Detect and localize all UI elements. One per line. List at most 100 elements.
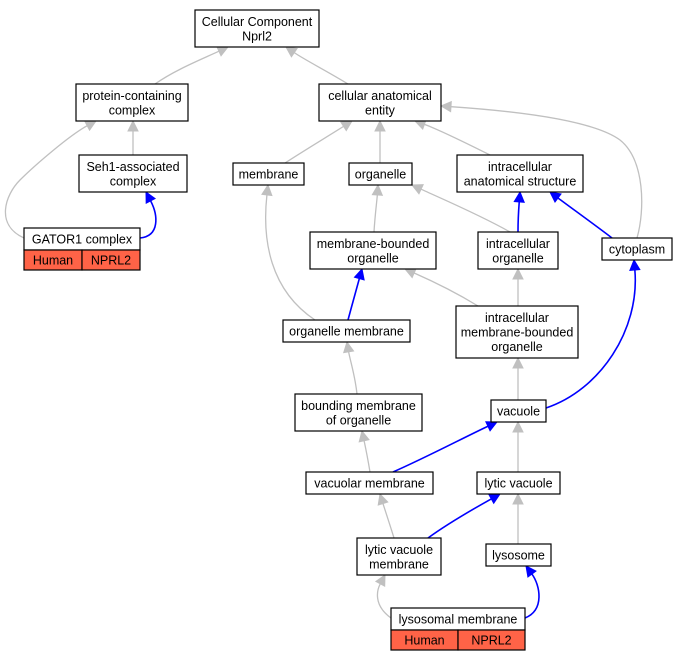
node-label: protein-containing [82,89,181,103]
node-label: entity [365,103,396,117]
edge-is-a [403,267,479,307]
edge-is-a [154,46,230,85]
node-label: intracellular [486,237,550,251]
arrowhead-icon [285,46,298,58]
arrowhead-icon [525,565,537,578]
edge-part-of [427,493,501,539]
node-box [75,83,189,122]
node-vacuole[interactable]: vacuole [490,399,547,423]
edge-is-a [342,340,358,395]
annotation-label: Human [33,254,73,268]
arrowhead-icon [410,184,424,195]
node-vacuolar-membrane[interactable]: vacuolar membrane [305,471,434,495]
node-box [601,237,673,261]
node-box [455,305,579,359]
node-lytic-vacuole[interactable]: lytic vacuole [476,471,561,495]
node-box [78,154,188,193]
edge-is-a [285,46,349,85]
node-label: vacuolar membrane [314,477,425,491]
node-box [294,393,423,432]
node-label: Seh1-associated [86,160,179,174]
arrowhead-icon [371,183,384,196]
node-box [485,543,552,567]
arrowhead-icon [377,492,389,506]
node-box [282,319,411,343]
node-box [309,231,437,270]
edge-is-a [413,119,491,156]
node-box [348,162,413,186]
arrowhead-icon [485,421,499,432]
node-label: bounding membrane [301,399,416,413]
arrowhead-icon [513,190,525,203]
edge-is-a [127,119,139,155]
arrowhead-icon [342,340,355,354]
annotation-species: Human [23,249,83,271]
node-lysosome[interactable]: lysosome [485,543,552,567]
node-label: complex [109,103,156,117]
annotation-box [457,629,526,651]
arrowhead-icon [403,267,417,279]
node-label: Nprl2 [242,29,272,43]
node-label: intracellular [485,311,549,325]
node-box [356,537,442,576]
arrowhead-icon [512,492,524,505]
node-box [476,471,561,495]
annotation-label: NPRL2 [471,634,511,648]
annotation-species: Human [390,629,459,651]
edges-layer [4,46,643,619]
edge-is-a [377,492,395,539]
node-label: organelle [492,251,543,265]
edge-part-of [513,190,525,233]
arrowhead-icon [358,429,370,443]
edge-part-of [545,258,641,409]
node-label: membrane [369,557,429,571]
node-organelle[interactable]: organelle [348,162,413,186]
arrowhead-icon [549,191,562,203]
nodes-layer: Cellular ComponentNprl2protein-containin… [23,9,673,651]
node-label: organelle [355,168,406,182]
node-label: membrane-bounded [317,237,430,251]
node-label: cellular anatomical [328,89,432,103]
node-box [318,83,442,122]
arrowhead-icon [145,191,157,204]
annotation-gene: NPRL2 [81,249,141,271]
node-label: lysosomal membrane [399,613,518,627]
edge-is-a [512,356,524,400]
edge-is-a [261,183,316,321]
node-label: complex [110,174,157,188]
node-label: membrane-bounded [461,326,574,340]
node-membrane[interactable]: membrane [232,162,305,186]
node-cytoplasm[interactable]: cytoplasm [601,237,673,261]
arrowhead-icon [216,46,230,57]
arrowhead-icon [340,120,353,132]
node-label: intracellular [488,160,552,174]
annotation-gene: NPRL2 [457,629,526,651]
arrowhead-icon [512,356,524,369]
node-label: lytic vacuole [365,543,433,557]
edge-is-a [374,119,386,164]
arrowhead-icon [261,183,273,197]
edge-part-of [524,565,540,619]
arrowhead-icon [512,267,524,280]
node-label: organelle [347,251,398,265]
arrowhead-icon [127,119,139,132]
node-box [305,471,434,495]
node-label: lysosome [492,549,545,563]
node-label: membrane [239,168,299,182]
arrowhead-icon [374,574,386,587]
node-organelle-membrane[interactable]: organelle membrane [282,319,411,343]
